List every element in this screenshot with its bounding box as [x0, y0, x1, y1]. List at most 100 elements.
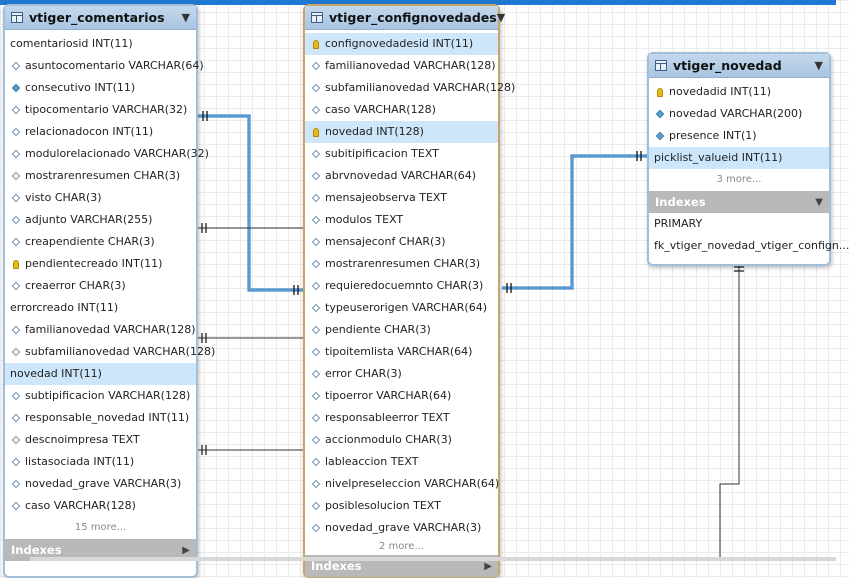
column-label: nivelpreseleccion VARCHAR(64) [325, 477, 500, 490]
collapse-arrow-icon[interactable]: ▼ [181, 11, 190, 24]
column-row[interactable]: pendientecreado INT(11) [5, 253, 196, 275]
relationship-line-plain-3[interactable] [198, 445, 304, 455]
column-row[interactable]: confignovedadesid INT(11) [305, 33, 498, 55]
column-row[interactable]: subitipificacion TEXT [305, 143, 498, 165]
column-row[interactable]: consecutivo INT(11) [5, 77, 196, 99]
collapse-arrow-icon[interactable]: ▼ [496, 11, 506, 24]
column-row[interactable]: novedad VARCHAR(200) [649, 103, 829, 125]
column-label: creapendiente CHAR(3) [25, 235, 155, 248]
column-row[interactable]: posiblesolucion TEXT [305, 495, 498, 517]
column-label: listasociada INT(11) [25, 455, 135, 468]
column-row[interactable]: tipocomentario VARCHAR(32) [5, 99, 196, 121]
more-columns-link[interactable]: 15 more... [74, 522, 127, 533]
column-row[interactable]: abrvnovedad VARCHAR(64) [305, 165, 498, 187]
nullable-column-icon [10, 347, 21, 357]
column-row[interactable]: nivelpreseleccion VARCHAR(64) [305, 473, 500, 495]
column-row[interactable]: visto CHAR(3) [5, 187, 196, 209]
column-row[interactable]: familianovedad VARCHAR(128) [305, 55, 498, 77]
column-row[interactable]: subtipificacion VARCHAR(128) [5, 385, 196, 407]
nullable-column-icon [10, 501, 21, 511]
column-row[interactable]: familianovedad VARCHAR(128) [5, 319, 196, 341]
column-row[interactable]: responsableerror TEXT [305, 407, 498, 429]
column-row[interactable]: novedad_grave VARCHAR(3) [305, 517, 498, 539]
table-header[interactable]: vtiger_comentarios ▼ [5, 6, 196, 30]
indexes-section-header[interactable]: Indexes ▶ [5, 539, 196, 561]
more-columns-link[interactable]: 3 more... [716, 174, 762, 185]
table-vtiger-comentarios[interactable]: vtiger_comentarios ▼ comentariosid INT(1… [3, 4, 215, 578]
column-row[interactable]: mostrarenresumen CHAR(3) [305, 253, 498, 275]
column-row[interactable]: descnoimpresa TEXT [5, 429, 196, 451]
column-row[interactable]: caso VARCHAR(128) [305, 99, 498, 121]
column-label: abrvnovedad VARCHAR(64) [325, 169, 477, 182]
column-row[interactable]: creapendiente CHAR(3) [5, 231, 196, 253]
index-item[interactable]: fk_vtiger_novedad_vtiger_confign... [654, 239, 849, 252]
column-label: tipoerror VARCHAR(64) [325, 389, 452, 402]
column-row[interactable]: subfamilianovedad VARCHAR(128) [5, 341, 215, 363]
column-row[interactable]: creaerror CHAR(3) [5, 275, 196, 297]
column-row[interactable]: tipoitemlista VARCHAR(64) [305, 341, 498, 363]
column-row[interactable]: presence INT(1) [649, 125, 829, 147]
column-label: modulorelacionado VARCHAR(32) [25, 147, 209, 160]
table-vtiger-confignovedades[interactable]: vtiger_confignovedades ▼ confignovedades… [303, 4, 515, 578]
column-row[interactable]: novedad INT(128) [305, 121, 498, 143]
column-row[interactable]: typeuserorigen VARCHAR(64) [305, 297, 498, 319]
column-row[interactable]: subfamilianovedad VARCHAR(128) [305, 77, 515, 99]
column-row[interactable]: modulorelacionado VARCHAR(32) [5, 143, 209, 165]
table-header[interactable]: vtiger_novedad ▼ [649, 54, 829, 78]
nullable-column-icon [10, 325, 21, 335]
column-row[interactable]: error CHAR(3) [305, 363, 498, 385]
relationship-line-plain-1[interactable] [198, 223, 304, 233]
nullable-column-icon [10, 61, 21, 71]
column-row[interactable]: lableaccion TEXT [305, 451, 498, 473]
more-columns-link[interactable]: 2 more... [379, 541, 424, 552]
relationship-lines [198, 111, 744, 561]
column-row[interactable]: asuntocomentario VARCHAR(64) [5, 55, 204, 77]
column-row[interactable]: caso VARCHAR(128) [5, 495, 196, 517]
relationship-line-plain-4[interactable] [719, 262, 744, 561]
column-label: errorcreado INT(11) [10, 301, 119, 314]
column-row[interactable]: accionmodulo CHAR(3) [305, 429, 498, 451]
column-row[interactable]: responsable_novedad INT(11) [5, 407, 196, 429]
column-row[interactable]: novedad_grave VARCHAR(3) [5, 473, 196, 495]
table-title: vtiger_novedad [673, 58, 782, 73]
nullable-column-icon [10, 479, 21, 489]
column-label: confignovedadesid INT(11) [325, 37, 474, 50]
collapse-arrow-icon[interactable]: ▼ [815, 196, 823, 208]
column-row[interactable]: tipoerror VARCHAR(64) [305, 385, 498, 407]
column-label: asuntocomentario VARCHAR(64) [25, 59, 204, 72]
column-row[interactable]: relacionadocon INT(11) [5, 121, 196, 143]
relationship-confignovedades-novedad[interactable] [502, 151, 648, 293]
column-row[interactable]: mensajeobserva TEXT [305, 187, 498, 209]
relationship-comentarios-confignovedades[interactable] [198, 111, 304, 295]
column-row[interactable]: requieredocuemnto CHAR(3) [305, 275, 498, 297]
collapse-arrow-icon[interactable]: ▼ [814, 59, 823, 72]
column-row[interactable]: novedad INT(11) [5, 363, 196, 385]
nullable-column-icon [10, 435, 21, 445]
index-item[interactable]: PRIMARY [654, 217, 703, 230]
nullable-column-icon [10, 127, 21, 137]
column-row[interactable]: novedadid INT(11) [649, 81, 829, 103]
column-row[interactable]: modulos TEXT [305, 209, 498, 231]
table-header[interactable]: vtiger_confignovedades ▼ [305, 6, 505, 30]
column-row[interactable]: adjunto VARCHAR(255) [5, 209, 196, 231]
indexes-section-header[interactable]: Indexes ▼ [649, 191, 829, 213]
column-row[interactable]: errorcreado INT(11) [5, 297, 196, 319]
nullable-column-icon [310, 523, 321, 533]
column-row[interactable]: pendiente CHAR(3) [305, 319, 498, 341]
expand-arrow-icon[interactable]: ▶ [484, 560, 492, 572]
column-row[interactable]: comentariosid INT(11) [5, 33, 196, 55]
column-label: subfamilianovedad VARCHAR(128) [325, 81, 516, 94]
expand-arrow-icon[interactable]: ▶ [182, 544, 190, 556]
column-row[interactable]: picklist_valueid INT(11) [649, 147, 829, 169]
column-list: confignovedadesid INT(11) familianovedad … [305, 30, 515, 539]
relationship-line-plain-2[interactable] [198, 333, 304, 343]
column-row[interactable]: mensajeconf CHAR(3) [305, 231, 498, 253]
column-row[interactable]: mostrarenresumen CHAR(3) [5, 165, 196, 187]
column-row[interactable]: listasociada INT(11) [5, 451, 196, 473]
table-vtiger-novedad[interactable]: vtiger_novedad ▼ novedadid INT(11)noveda… [647, 52, 849, 266]
primary-key-icon [310, 127, 321, 137]
nullable-column-icon [310, 501, 321, 511]
table-icon [11, 12, 23, 23]
column-list: comentariosid INT(11) asuntocomentario VA… [5, 30, 215, 517]
horizontal-scrollbar[interactable] [30, 557, 836, 561]
